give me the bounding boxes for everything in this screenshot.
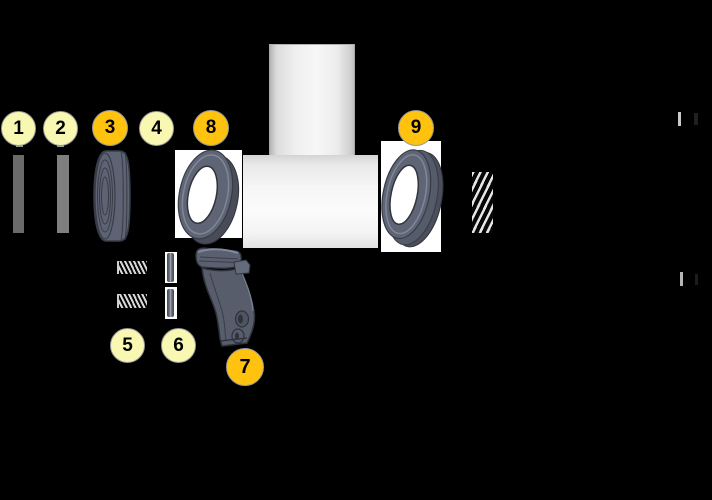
handle-hole	[231, 328, 245, 344]
grooved-seal-stack-icon	[93, 150, 131, 242]
part-balloon-4[interactable]: 4	[139, 111, 174, 146]
part-balloon-1[interactable]: 1	[1, 111, 36, 146]
part-balloon-6[interactable]: 6	[161, 328, 196, 363]
ring-highlight	[181, 154, 230, 235]
grip-top-highlight	[197, 248, 239, 254]
handle-foot-line	[219, 337, 248, 342]
part-balloon-7[interactable]: 7	[226, 348, 264, 386]
stack-groove	[101, 176, 109, 216]
handle-tab	[233, 259, 251, 275]
flanged-seal-ring-icon	[381, 149, 444, 248]
part-balloon-2[interactable]: 2	[43, 111, 78, 146]
handle-hole-center	[238, 314, 243, 324]
edge-fragment	[678, 112, 681, 126]
hatched-packing-icon	[472, 172, 493, 233]
valve-body-horizontal-cylinder	[243, 155, 378, 248]
part-balloon-5[interactable]: 5	[110, 328, 145, 363]
coil-spring-icon	[117, 294, 147, 308]
handle-edge-highlight	[240, 270, 254, 312]
edge-fragment	[695, 274, 698, 285]
ring-highlight	[385, 154, 428, 235]
edge-fragment	[680, 272, 683, 286]
coil-spring-icon	[117, 261, 147, 274]
edge-fragment	[694, 113, 698, 125]
valve-body-vertical-cylinder	[269, 44, 355, 156]
part-balloon-8[interactable]: 8	[193, 110, 229, 146]
stack-groove	[94, 152, 116, 240]
lever-handle-icon	[195, 247, 256, 347]
part-balloon-3[interactable]: 3	[92, 110, 128, 146]
handle-hole-center	[235, 332, 239, 340]
seal-ring-icon	[177, 149, 240, 245]
stack-groove	[99, 167, 111, 225]
flat-strip-icon	[13, 155, 24, 233]
dowel-pin-icon	[167, 289, 174, 317]
stack-groove	[97, 159, 113, 233]
dowel-pin-icon	[167, 253, 174, 282]
grip-ridge	[198, 260, 239, 263]
grip-ridge	[199, 256, 239, 260]
ring-bore	[186, 165, 219, 225]
flat-strip-icon	[57, 155, 69, 233]
stack-rib-line	[124, 151, 128, 241]
handle-body	[201, 266, 256, 347]
ring-bore	[389, 164, 420, 225]
handle-contour-line	[209, 272, 227, 342]
part-balloon-9[interactable]: 9	[398, 110, 434, 146]
stack-rib-line	[120, 150, 124, 242]
